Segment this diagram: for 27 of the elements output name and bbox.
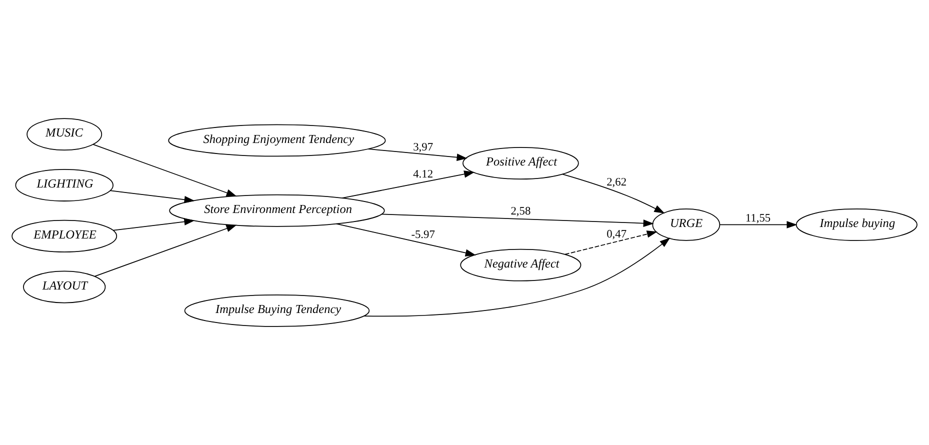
edge-label: 3,97 (413, 141, 434, 154)
edge-label: 2,58 (510, 206, 531, 218)
edge-label: -5.97 (411, 229, 435, 242)
arrow (364, 238, 670, 317)
arrow (94, 224, 237, 277)
node-ellipse: Impulse buying (796, 208, 918, 241)
node-ellipse: LAYOUT (23, 270, 106, 304)
arrow (92, 144, 237, 196)
node-ellipse: URGE (652, 208, 720, 241)
arrow (336, 223, 476, 256)
arrow (562, 174, 665, 214)
arrow (720, 221, 798, 228)
node-ellipse: EMPLOYEE (12, 220, 118, 252)
arrow (368, 148, 468, 161)
edge-label: 11,55 (745, 212, 771, 225)
node-ellipse: Shopping Enjoyment Tendency (168, 124, 386, 157)
arrow (342, 170, 475, 199)
arrow (564, 230, 658, 255)
arrow (110, 190, 195, 204)
arrow (112, 218, 195, 231)
node-ellipse: MUSIC (26, 118, 102, 151)
node-ellipse: Impulse Buying Tendency (184, 294, 370, 327)
node-ellipse: LIGHTING (15, 168, 114, 202)
edge-label: 0,47 (606, 228, 627, 240)
arrow (381, 214, 654, 227)
edge-label: 2,62 (606, 176, 627, 189)
edge-label: 4.12 (413, 168, 434, 181)
